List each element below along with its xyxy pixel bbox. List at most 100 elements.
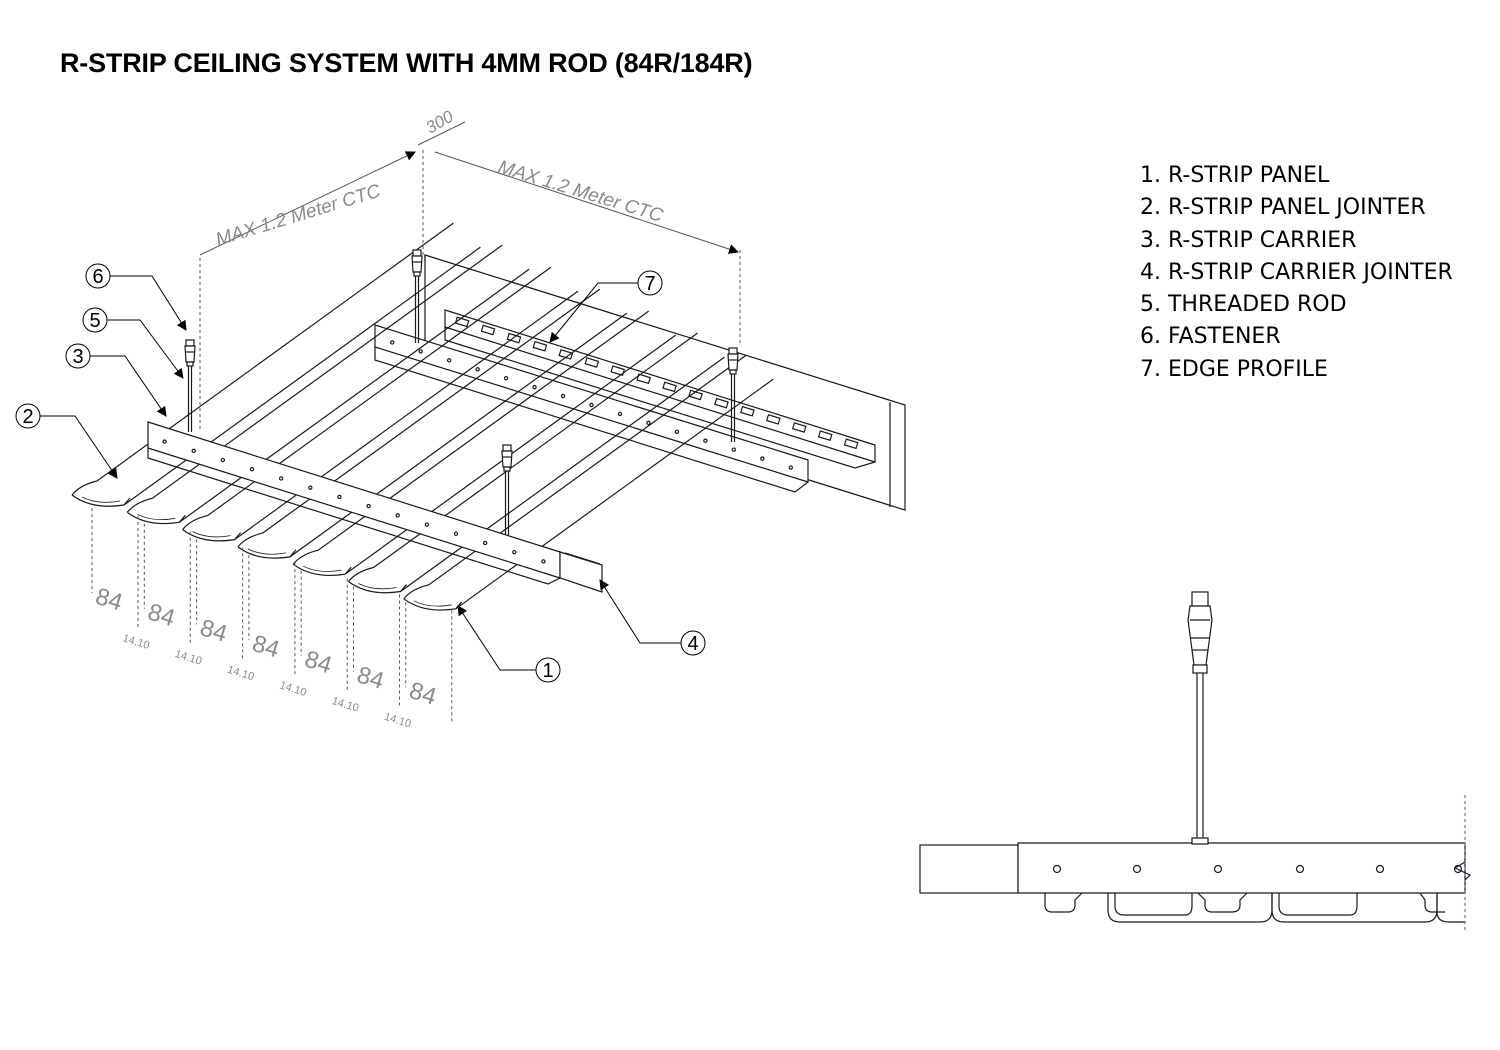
carrier-hole <box>617 411 623 417</box>
carrier-hole <box>503 376 509 381</box>
dimension-edge-offset: 300 <box>423 107 458 138</box>
carrier-hole <box>337 494 342 500</box>
leader-line <box>107 319 184 379</box>
carrier-hole <box>1213 864 1223 874</box>
leader-line <box>549 282 638 343</box>
threaded-rod <box>411 249 423 343</box>
edge-profile-slot <box>817 430 833 442</box>
edge-profile-slot <box>662 381 677 393</box>
callout-number: 7 <box>644 273 655 295</box>
carrier-hole <box>390 340 395 345</box>
carrier-hole <box>482 540 488 546</box>
dimension-rod-spacing-left: MAX 1.2 Meter CTC <box>213 181 383 251</box>
carrier-hole <box>541 559 546 564</box>
edge-profile-slot <box>584 357 600 368</box>
panel-gap-dimension: 14.10 <box>173 648 203 668</box>
panel-module-dimension: 84 <box>197 614 230 648</box>
leader-line <box>110 275 187 331</box>
panel-gap-dimension: 14.10 <box>278 679 308 699</box>
panel-module-dimension: 84 <box>354 661 387 695</box>
section-fastener <box>1187 591 1213 674</box>
legend-item-panel-jointer: 2. R-STRIP PANEL JOINTER <box>1140 195 1426 221</box>
panel-module-dimensions: 8414.108414.108414.108414.108414.108414.… <box>91 508 453 731</box>
callout-1: 1 <box>457 605 561 683</box>
legend-item-fastener: 6. FASTENER <box>1140 324 1281 350</box>
threaded-rod <box>501 444 513 535</box>
panel-module-dimension: 84 <box>301 646 334 680</box>
carrier-hole <box>1052 864 1062 874</box>
edge-profile-slot <box>714 397 729 409</box>
legend-item-r-strip-panel: 1. R-STRIP PANEL <box>1140 163 1330 188</box>
front-carrier-holes <box>162 439 546 564</box>
dimension-rod-spacing-right: MAX 1.2 Meter CTC <box>496 157 666 227</box>
carrier-hole <box>249 467 255 472</box>
fastener-icon <box>411 249 423 277</box>
callout-2: 2 <box>15 403 118 479</box>
callout-7: 7 <box>549 270 663 343</box>
legend-item-threaded-rod: 5. THREADED ROD <box>1140 292 1347 318</box>
callout-circle <box>680 630 706 656</box>
carrier-hole <box>703 438 708 443</box>
edge-profile-slot <box>480 324 496 336</box>
r-strip-panel <box>182 266 579 542</box>
callout-number: 4 <box>687 633 698 655</box>
carrier-hole <box>220 457 226 463</box>
carrier-hole <box>1132 864 1142 874</box>
legend-item-edge-profile: 7. EDGE PROFILE <box>1140 356 1328 382</box>
section-carrier <box>1017 842 1466 913</box>
r-strip-panel <box>348 332 725 594</box>
edge-profile-slots <box>454 316 859 450</box>
panel-gap-dimension: 14.10 <box>330 695 360 715</box>
panel-module-dimension: 84 <box>249 630 282 664</box>
callout-number: 2 <box>22 406 33 428</box>
carrier-hole <box>1375 864 1385 874</box>
panel-module-dimension: 84 <box>145 599 178 633</box>
callout-number: 5 <box>89 310 100 332</box>
carrier-hole <box>1295 864 1305 874</box>
callout-circle <box>85 263 111 289</box>
carrier-hole <box>760 456 765 461</box>
callout-number: 3 <box>72 346 83 368</box>
carrier-hole <box>308 485 313 490</box>
carrier-hole <box>446 358 452 363</box>
panel-module-dimension: 84 <box>92 583 125 617</box>
callout-circle <box>15 403 41 429</box>
carrier-hole <box>589 402 594 408</box>
edge-profile-slot <box>843 438 859 450</box>
carrier-hole <box>162 439 167 444</box>
threaded-rod <box>184 339 196 432</box>
carrier-hole <box>532 384 537 390</box>
edge-profile-slot <box>791 422 807 433</box>
fastener-icon <box>184 339 196 367</box>
section-panels <box>1107 893 1465 923</box>
carrier-hole <box>646 420 651 426</box>
carrier-hole <box>512 549 517 555</box>
section-break-line <box>1453 795 1472 930</box>
front-carrier <box>147 421 561 585</box>
r-strip-panel <box>292 310 677 577</box>
dimension-lines <box>199 121 741 430</box>
callout-circle <box>82 307 108 333</box>
callout-number: 1 <box>542 660 553 682</box>
callout-circle <box>637 270 663 296</box>
panel-gap-dimension: 14.10 <box>121 632 151 652</box>
callout-3: 3 <box>65 343 167 417</box>
section-threaded-rod <box>1191 670 1209 845</box>
threaded-rods <box>184 249 739 535</box>
dimension-line <box>434 151 739 254</box>
edge-profile-slot <box>532 340 548 352</box>
leader-line <box>40 415 118 479</box>
component-legend: 1. R-STRIP PANEL 2. R-STRIP PANEL JOINTE… <box>1140 160 1453 386</box>
panel-gap-dimension: 14.10 <box>383 711 413 731</box>
threaded-rod <box>727 347 739 442</box>
dimension-line <box>417 121 466 146</box>
fastener-icon <box>501 444 513 472</box>
leader-line <box>90 355 167 417</box>
dimension-line <box>199 151 416 256</box>
carrier-hole <box>731 447 737 452</box>
edge-profile-slot <box>740 405 755 417</box>
legend-item-carrier-jointer: 4. R-STRIP CARRIER JOINTER <box>1140 259 1453 285</box>
carrier-hole <box>453 531 459 536</box>
